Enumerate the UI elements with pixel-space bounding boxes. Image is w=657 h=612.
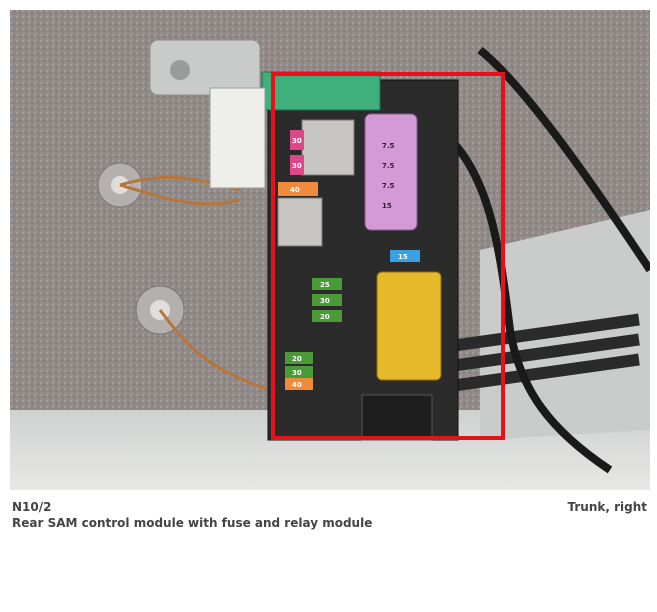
- fuse-d: 7.5: [382, 142, 395, 150]
- svg-text:30: 30: [292, 137, 302, 145]
- fuse-c: 40: [278, 182, 318, 196]
- svg-text:7.5: 7.5: [382, 182, 395, 190]
- fuse-l: 20: [285, 352, 313, 364]
- fuse-g: 15: [382, 202, 392, 210]
- svg-text:20: 20: [292, 355, 302, 363]
- fuse-h: 15: [390, 250, 420, 262]
- svg-text:15: 15: [382, 202, 392, 210]
- relay-bottom: [361, 394, 433, 441]
- svg-text:30: 30: [292, 369, 302, 377]
- fuse-n: 40: [285, 378, 313, 390]
- fuse-i: 25: [312, 278, 342, 290]
- relay-lower: [277, 197, 323, 247]
- component-location: Trunk, right: [567, 500, 648, 514]
- svg-text:15: 15: [398, 253, 408, 261]
- component-description: Rear SAM control module with fuse and re…: [12, 516, 373, 530]
- highlight-box: [271, 72, 505, 440]
- svg-text:7.5: 7.5: [382, 162, 395, 170]
- fuse-a: 30: [290, 130, 304, 150]
- fuse-m: 30: [285, 366, 313, 378]
- svg-text:25: 25: [320, 281, 330, 289]
- cable-harness: [437, 46, 650, 474]
- svg-text:40: 40: [290, 186, 300, 194]
- svg-text:40: 40: [292, 381, 302, 389]
- fuse-block-yellow: [376, 271, 442, 381]
- fuse-f: 7.5: [382, 182, 395, 190]
- fuse-j: 30: [312, 294, 342, 306]
- fuse-block-purple: [364, 113, 418, 231]
- fuse-b: 30: [290, 155, 304, 175]
- fuse-e: 7.5: [382, 162, 395, 170]
- svg-text:30: 30: [292, 162, 302, 170]
- mounting-bracket: [149, 39, 261, 96]
- white-connector: [209, 87, 266, 189]
- svg-text:30: 30: [320, 297, 330, 305]
- svg-text:20: 20: [320, 313, 330, 321]
- relay-upper: [301, 119, 355, 176]
- bracket-bolt: [170, 60, 190, 80]
- component-code: N10/2: [12, 500, 52, 514]
- photo: 30 30 40 7.5 7.5 7.5 15 15 25: [10, 10, 650, 490]
- svg-text:7.5: 7.5: [382, 142, 395, 150]
- green-connector: [261, 71, 381, 111]
- fuse-k: 20: [312, 310, 342, 322]
- vent-grille: [450, 313, 640, 392]
- photo-canvas: 30 30 40 7.5 7.5 7.5 15 15 25: [10, 10, 650, 490]
